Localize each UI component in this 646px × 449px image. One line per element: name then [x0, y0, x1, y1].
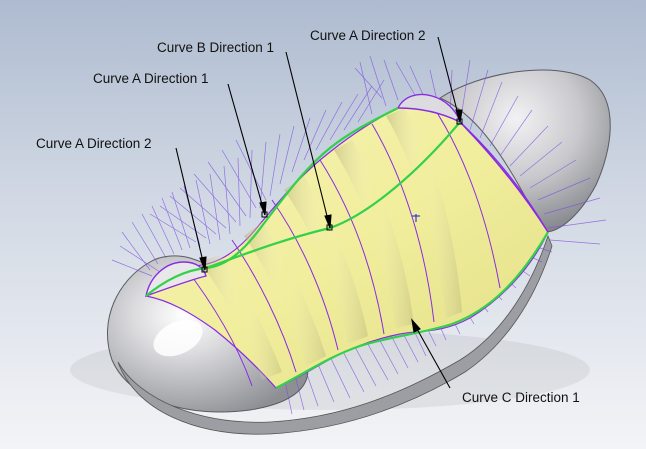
curve-a-dir2-right-edge [459, 121, 549, 233]
label-curve-a-dir2-left: Curve A Direction 2 [36, 136, 152, 151]
label-curve-a-dir2-top: Curve A Direction 2 [310, 28, 426, 43]
right-end-cap [438, 69, 611, 233]
surface-ribs [200, 108, 462, 380]
callout-anchors [201, 118, 463, 273]
right-cap-opening [396, 93, 462, 124]
label-curve-b-dir1: Curve B Direction 1 [157, 40, 274, 55]
curve-a-upper-edge [145, 107, 399, 297]
label-curve-a-dir1: Curve A Direction 1 [93, 71, 209, 86]
callout-leaders [175, 36, 463, 389]
surface-rib-edges [183, 101, 501, 387]
curve-c-lower-edge [275, 231, 549, 389]
lower-rim [117, 234, 553, 435]
label-curve-c-dir1: Curve C Direction 1 [462, 390, 580, 405]
left-cap-highlight [153, 319, 203, 357]
origin-triad-icon [412, 214, 420, 222]
